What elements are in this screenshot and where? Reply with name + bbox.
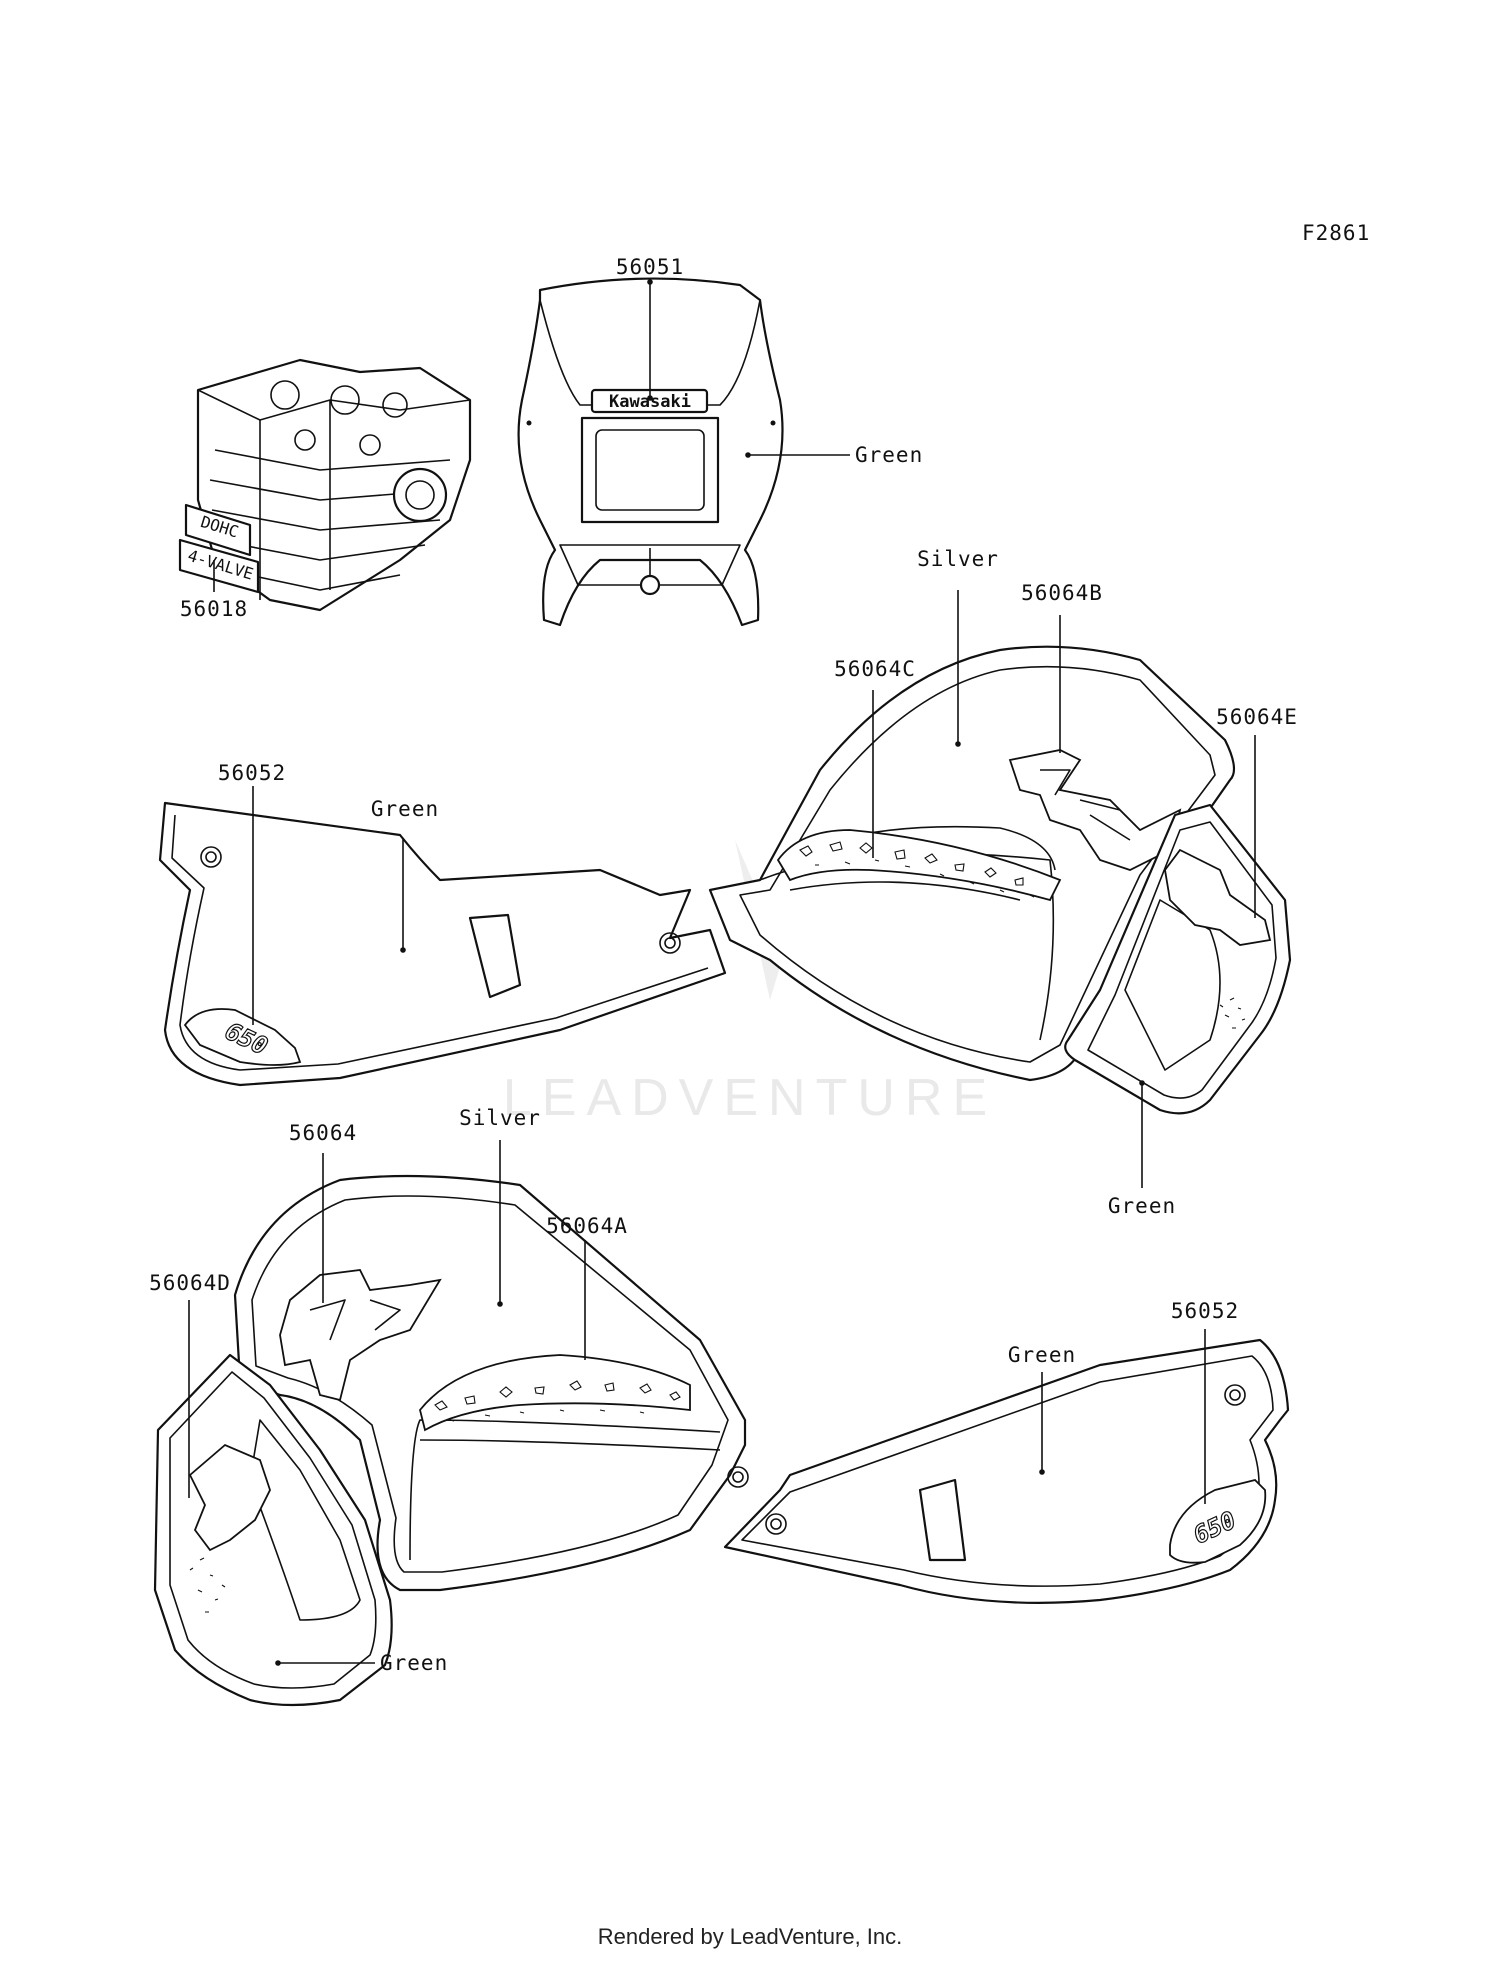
callout-green-right-shroud: Green [1108, 1194, 1176, 1218]
left-shroud-panel-drawing [153, 1353, 393, 1707]
callout-silver-right: Silver [917, 547, 999, 571]
headlight-fairing-drawing: Kawasaki [517, 277, 784, 627]
watermark-text: LEADVENTURE [503, 1069, 997, 1127]
dohc-4-valve-decal: DOHC 4-VALVE [178, 503, 260, 594]
callout-56064E: 56064E [1216, 705, 1298, 729]
callout-green-left-shroud: Green [380, 1651, 448, 1675]
figure-id: F2861 [1302, 221, 1370, 245]
callout-56064D: 56064D [149, 1271, 231, 1295]
callout-56064A: 56064A [546, 1214, 628, 1238]
model-badge-decal-right: 650 [1169, 1479, 1267, 1564]
kx-logo-decal-56064D [188, 1443, 271, 1613]
kx-logo-decal-56064 [279, 1269, 442, 1402]
flame-graphic-56064C [776, 829, 1062, 902]
right-shroud-panel-drawing [1064, 803, 1292, 1115]
right-side-cover-drawing [723, 1338, 1290, 1604]
kx-logo-decal-56064E [1164, 848, 1272, 1029]
kawasaki-brand-text: Kawasaki [609, 392, 691, 412]
flame-graphic-56064A [419, 1354, 691, 1432]
left-side-cover-drawing [158, 801, 727, 1087]
callout-56052-left: 56052 [218, 761, 286, 785]
callout-silver-left: Silver [459, 1106, 541, 1130]
callout-green-right-cover: Green [1008, 1343, 1076, 1367]
footer-credit: Rendered by LeadVenture, Inc. [598, 1924, 903, 1949]
callout-56064B: 56064B [1021, 581, 1103, 605]
callout-56052-right: 56052 [1171, 1299, 1239, 1323]
model-badge-decal-left: 650 [183, 1008, 302, 1066]
callout-56051: 56051 [616, 255, 684, 279]
callout-56018: 56018 [180, 597, 248, 621]
callout-green-fairing: Green [855, 443, 923, 467]
callout-56064: 56064 [289, 1121, 357, 1145]
callout-green-left-cover: Green [371, 797, 439, 821]
callout-56064C: 56064C [834, 657, 916, 681]
